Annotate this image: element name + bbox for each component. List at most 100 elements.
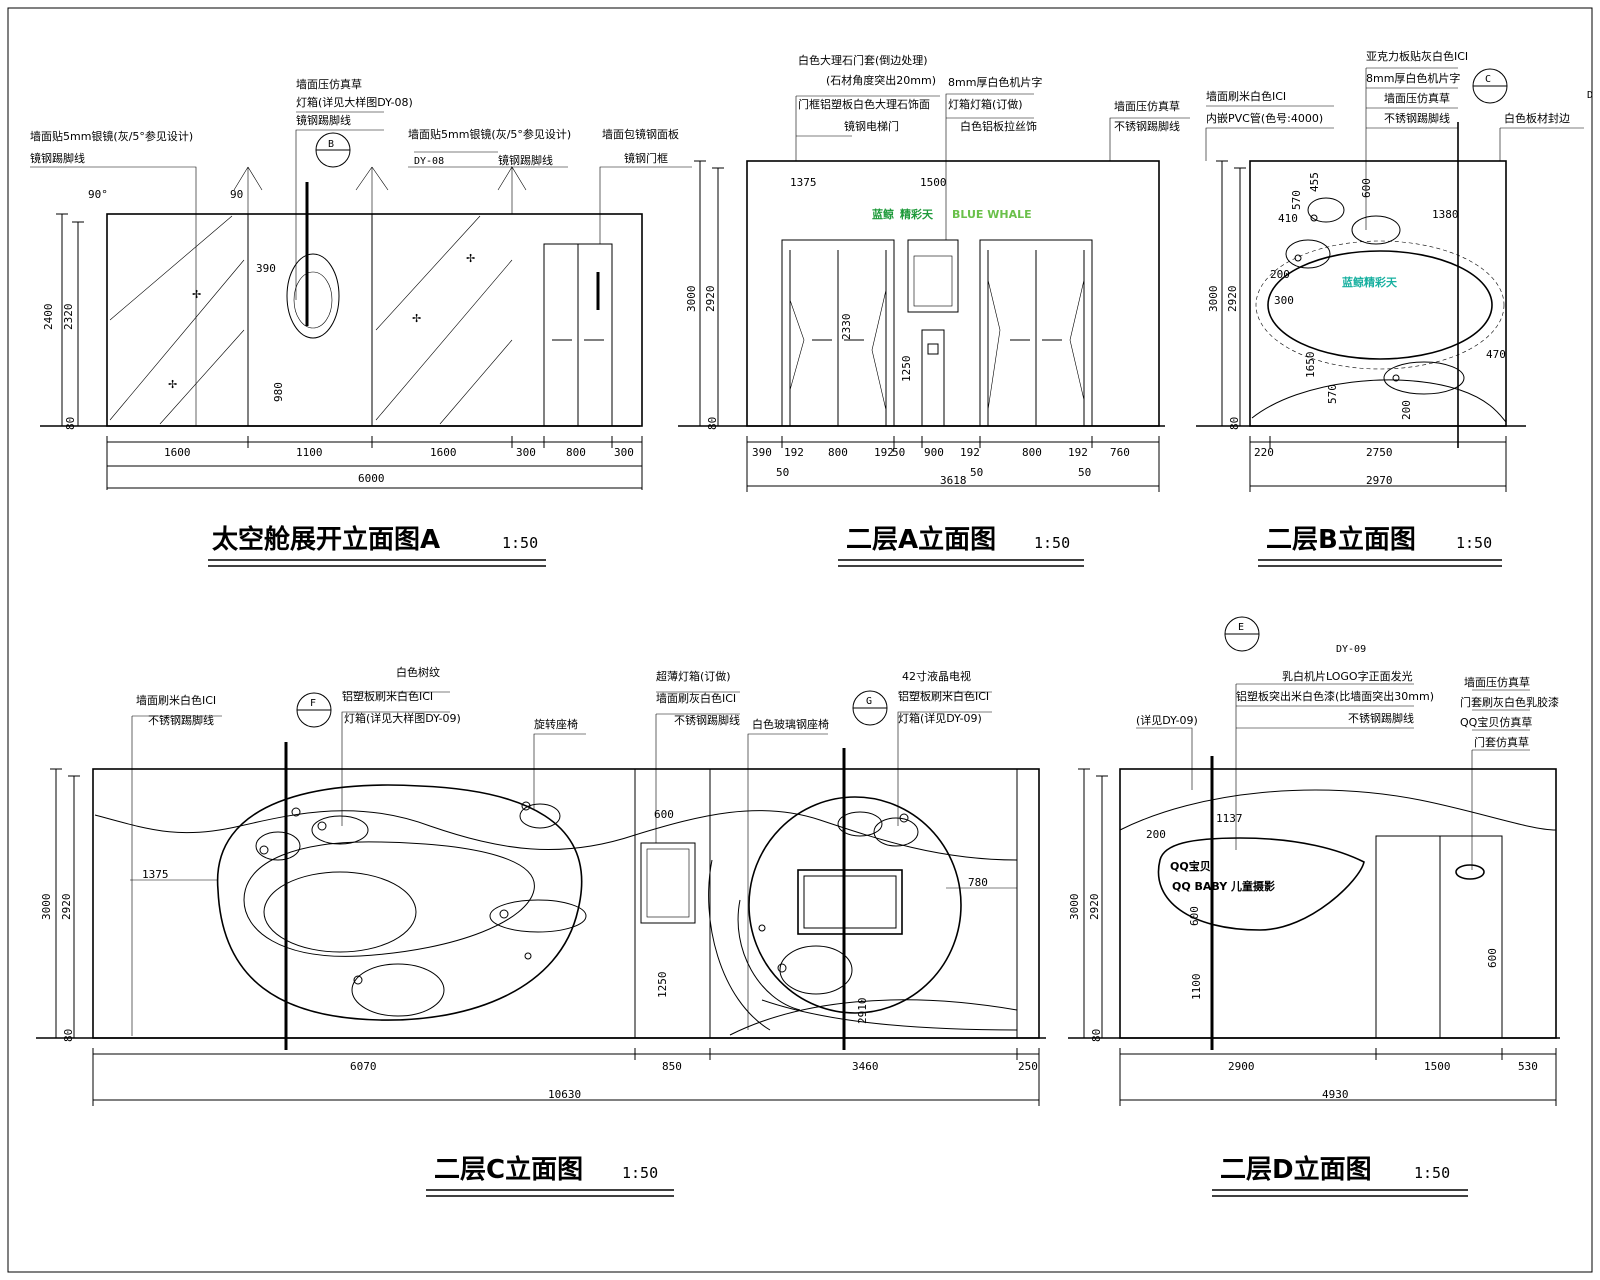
vdim-80: 80 [1090,1029,1103,1042]
callout-text: 墙面刷米白色ICI [136,693,216,707]
wave-line [94,810,1018,861]
inner-dim: 1500 [920,176,947,189]
callout-text: 墙面包镜钢面板 [602,127,679,141]
drawing-title: 二层C立面图 [434,1154,583,1185]
callout-text: 不锈钢踢脚线 [674,713,740,727]
angle-90-left: 90° [88,188,108,201]
bubble-dot [1310,214,1318,222]
callout-text: 镜钢踢脚线 [498,153,553,167]
center-lightbox [907,239,959,313]
vdim-80: 80 [1228,417,1241,430]
pod-dot [499,909,509,919]
vdim-2920: 2920 [704,286,717,313]
seat-pod [351,963,445,1017]
vdim-80: 80 [64,417,77,430]
callout-text: 镜钢门框 [624,151,668,165]
hdim: 1600 [430,446,457,459]
drawing-title: 二层D立面图 [1220,1154,1372,1185]
hdim: 3460 [852,1060,879,1073]
hdim: 300 [516,446,536,459]
inner-dim: 1250 [656,972,669,999]
callout-code: DY-08 [414,156,444,167]
callout-text: 墙面压仿真草 [1384,91,1450,105]
sparkle-icon: ✢ [168,378,177,391]
leader-line [1499,127,1584,161]
edge-tag: D [1587,90,1593,101]
vdim-2920: 2920 [60,894,73,921]
drawing-space-capsule-a: ✢ ✢ ✢ ✢ 2400 2320 80 90° 90 390 980 1600… [30,77,692,567]
inner-dim: 1137 [1216,812,1243,825]
bubble [1383,361,1465,395]
door-panel [1375,835,1503,1039]
grid-oval [1267,250,1493,360]
inner-dim: 1375 [790,176,817,189]
vdim-2920: 2920 [1226,286,1239,313]
sign-text: 蓝鲸 [872,207,894,221]
sparkle-icon: ✢ [412,312,421,325]
title-underline [1212,1189,1468,1197]
pod-dot [521,801,531,811]
leader-line [30,166,197,426]
leader-line [1109,117,1190,161]
inner-dim: 780 [968,876,988,889]
marker-label: C [1485,74,1491,85]
drawing-scale: 1:50 [1414,1164,1450,1182]
callout-text: QQ宝贝仿真草 [1460,715,1532,729]
hdim: 2750 [1366,446,1393,459]
logo-subtext: QQ BABY 儿童摄影 [1172,879,1275,893]
seat-pod [519,803,561,829]
floor-curve [708,859,801,1031]
inner-dim: 600 [1360,178,1373,198]
inner-dim: 600 [654,808,674,821]
inner-dim: 1650 [1304,352,1317,379]
pod-dot [317,821,327,831]
vdim-lines [50,768,80,1038]
callout-text: 灯箱(详见大样图DY-08) [296,95,413,109]
callout-text: 不锈钢踢脚线 [1114,119,1180,133]
callout-text: 门框铝塑板白色大理石饰面 [798,97,930,111]
title-underline [838,559,1084,567]
hdim: 192 [960,446,980,459]
pod-dot [758,924,766,932]
bubble [1351,215,1401,245]
leader-line [655,691,740,843]
tv-inner [803,875,897,929]
leader-line [795,95,940,161]
sparkle-icon: ✢ [192,288,201,301]
leader-line [599,166,692,244]
hdim: 220 [1254,446,1274,459]
sparkle-icon: ✢ [466,252,475,265]
vdim-3000: 3000 [1068,894,1081,921]
mirror-hatch-right [375,215,513,425]
vdim-2320: 2320 [62,304,75,331]
bubble-dot [1294,254,1302,262]
logo-text: QQ宝贝 [1170,859,1211,873]
inner-dim: 600 [1486,948,1499,968]
grid-oval-outline [1255,240,1505,370]
hdim: 300 [614,446,634,459]
drawing-scale: 1:50 [502,534,538,552]
callout-text: 不锈钢踢脚线 [1384,111,1450,125]
leader-line [747,733,828,1030]
callout-text: 不锈钢踢脚线 [148,713,214,727]
hdim-total: 4930 [1322,1088,1349,1101]
inner-dim: 570 [1290,190,1303,210]
hdim: 390 [752,446,772,459]
callout-text: 铝塑板突出米白色漆(比墙面突出30mm) [1236,689,1434,703]
inner-dim: 470 [1486,348,1506,361]
lightbox-oval [286,253,340,339]
door-panels [789,250,1085,426]
leader-line [1205,105,1334,161]
callout-text: 灯箱(详见DY-09) [898,711,982,725]
pod-dot [259,845,269,855]
callout-text: 白色玻璃钢座椅 [752,717,829,731]
marker-label: E [1238,622,1244,633]
sign-text: BLUE WHALE [952,208,1032,221]
hdim: 900 [924,446,944,459]
hdim: 2900 [1228,1060,1255,1073]
hdim: 250 [1018,1060,1038,1073]
vdim-2400: 2400 [42,304,55,331]
leader-line [897,691,992,826]
callout-text: 白色板材封边 [1504,111,1570,125]
callout-text: 内嵌PVC管(色号:4000) [1206,111,1323,125]
